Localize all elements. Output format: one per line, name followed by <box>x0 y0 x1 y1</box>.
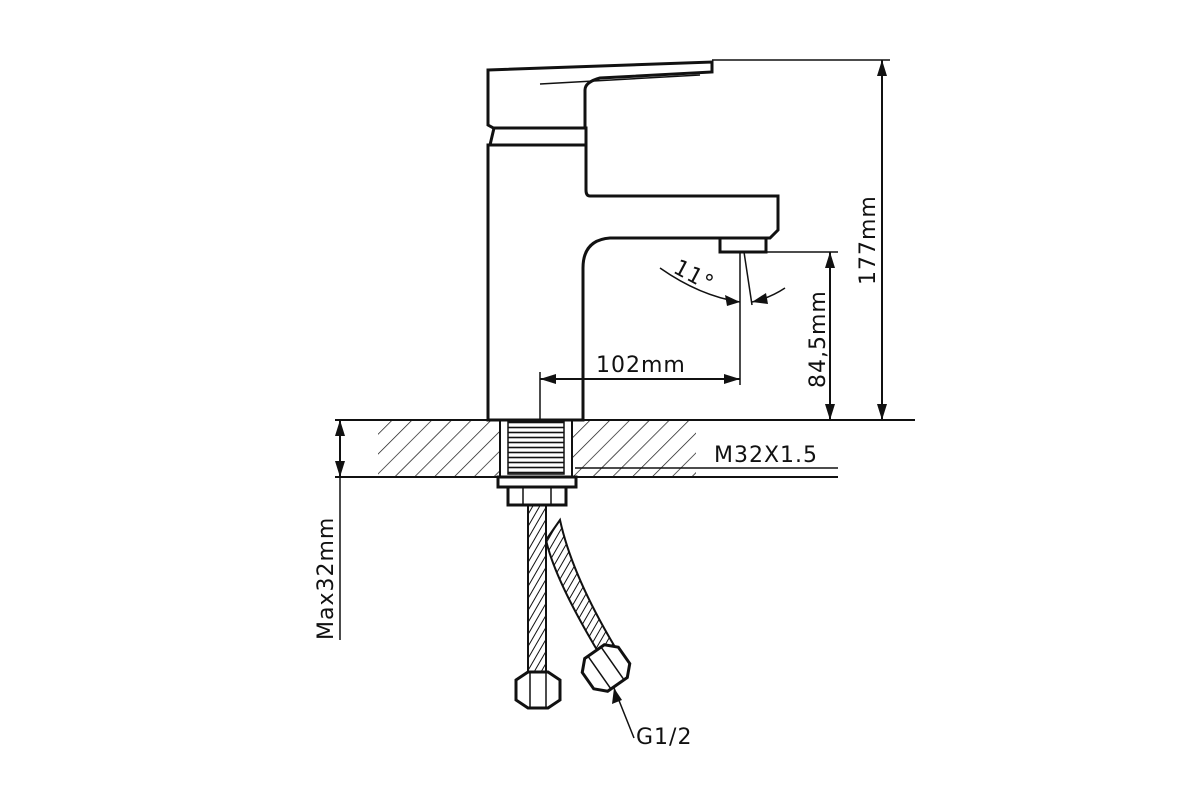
supply-hoses <box>514 504 632 710</box>
handle-base <box>488 126 588 147</box>
label-thread: M32X1.5 <box>714 443 818 468</box>
dimension-total-height: 177mm <box>712 59 890 420</box>
faucet-body <box>486 60 780 422</box>
mounting-nut <box>496 475 578 507</box>
dimension-spout-angle: 11° <box>659 251 786 306</box>
hose-nut-left <box>514 670 562 710</box>
label-connection: G1/2 <box>636 725 692 750</box>
hose-right <box>544 517 617 657</box>
hose-left <box>527 504 547 673</box>
threaded-shank <box>499 419 573 478</box>
label-spout-reach: 102mm <box>596 353 686 378</box>
faucet-handle <box>486 60 714 132</box>
label-spout-height: 84,5mm <box>806 290 831 388</box>
faucet-column <box>486 143 780 422</box>
dimension-max-thickness: Max32mm <box>314 420 345 640</box>
callout-connection: G1/2 <box>612 687 692 750</box>
label-max-thickness: Max32mm <box>314 517 339 640</box>
dimension-thread: M32X1.5 <box>575 443 838 469</box>
label-spout-angle: 11° <box>669 255 718 297</box>
dimension-spout-height: 84,5mm <box>748 251 838 420</box>
dimension-spout-reach: 102mm <box>539 252 741 420</box>
label-height-total: 177mm <box>856 195 881 285</box>
hose-nut-right <box>580 643 632 693</box>
aerator <box>718 236 768 254</box>
